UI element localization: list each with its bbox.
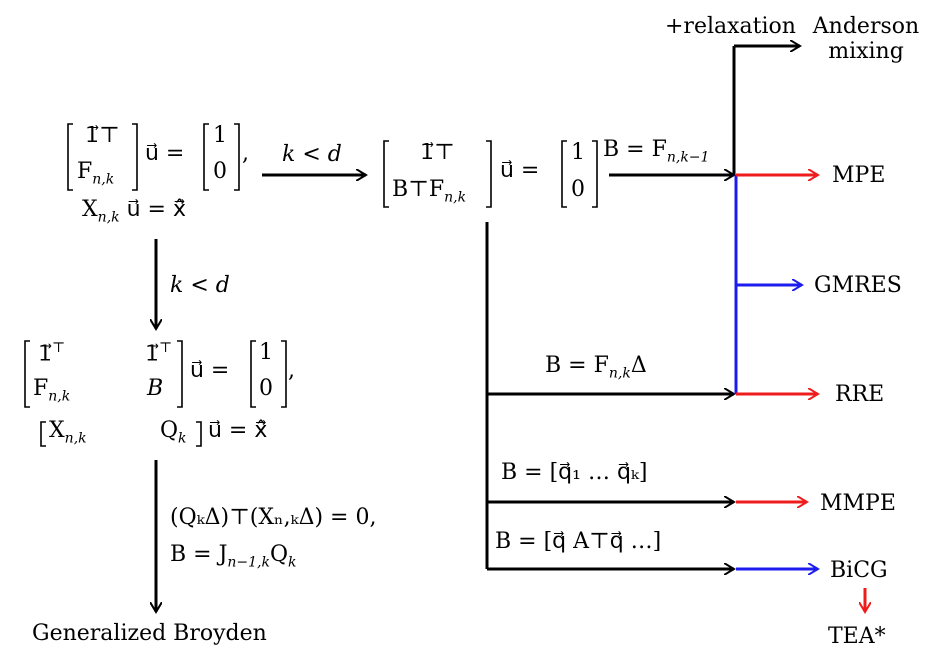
node-gmres: GMRES xyxy=(814,273,902,298)
lower-x-block: Xn,k xyxy=(49,418,87,447)
middle-matrix-bottom: B⊤Fn,k xyxy=(392,177,467,206)
middle-u-vector: u⃗ = xyxy=(500,158,540,183)
label-b-fnk-delta: B = Fn,kΔ xyxy=(545,353,647,382)
start-u-vector: u⃗ = xyxy=(145,141,185,166)
middle-matrix-top: 1⃗⊤ xyxy=(420,140,455,165)
lower-matrix-top-left: 1⃗⊤ xyxy=(38,340,66,367)
label-b-fnk1: B = Fn,k−1 xyxy=(603,137,710,166)
label-k-lt-d-right: k < d xyxy=(282,142,342,167)
node-generalized-broyden: Generalized Broyden xyxy=(32,621,267,646)
label-b-q1-qk: B = [q⃗₁ … q⃗ₖ] xyxy=(501,460,648,485)
start-matrix-bottom: Fn,k xyxy=(77,159,115,188)
label-k-lt-d-down: k < d xyxy=(170,273,230,298)
lower-matrix-top-right: 1⃗⊤ xyxy=(145,340,173,367)
node-rre: RRE xyxy=(835,382,885,407)
lower-comma: , xyxy=(288,358,295,383)
lower-matrix-bottom-left: Fn,k xyxy=(33,376,71,405)
label-b-jacobian: B = Jn−1,kQk xyxy=(170,542,297,571)
lower-u-vector: u⃗ = xyxy=(190,358,230,383)
lower-rhs-bottom: 0 xyxy=(259,376,273,401)
label-b-q-aq: B = [q⃗ A⊤q⃗ …] xyxy=(495,529,662,554)
label-relaxation: +relaxation xyxy=(665,14,796,39)
node-bicg: BiCG xyxy=(830,558,888,583)
node-mmpe: MMPE xyxy=(820,491,896,516)
start-rhs-top: 1 xyxy=(213,123,227,148)
blue-connectors xyxy=(734,175,818,569)
black-connectors xyxy=(156,46,800,612)
node-tea: TEA* xyxy=(828,624,886,649)
lower-matrix-brackets xyxy=(24,340,287,447)
lower-q-block: Qk xyxy=(160,418,187,447)
middle-matrix-brackets xyxy=(383,140,598,208)
start-comma: , xyxy=(242,141,249,166)
node-anderson-mixing: Anderson mixing xyxy=(812,14,920,64)
red-connectors xyxy=(736,175,865,612)
label-orthogonality: (QₖΔ)⊤(Xₙ,ₖΔ) = 0, xyxy=(170,505,377,530)
start-rhs-bottom: 0 xyxy=(213,159,227,184)
lower-matrix-bottom-right: B xyxy=(147,376,164,401)
lower-rhs-top: 1 xyxy=(259,340,273,365)
lower-x-equation: u⃗ = x̂⃗ xyxy=(208,418,268,443)
middle-rhs-top: 1 xyxy=(571,140,585,165)
node-mpe: MPE xyxy=(832,163,886,188)
start-x-equation: Xn,k u⃗ = x̂⃗ xyxy=(82,197,187,226)
start-matrix-brackets xyxy=(67,123,240,191)
start-matrix-top: 1⃗⊤ xyxy=(85,123,120,148)
middle-rhs-bottom: 0 xyxy=(571,177,585,202)
